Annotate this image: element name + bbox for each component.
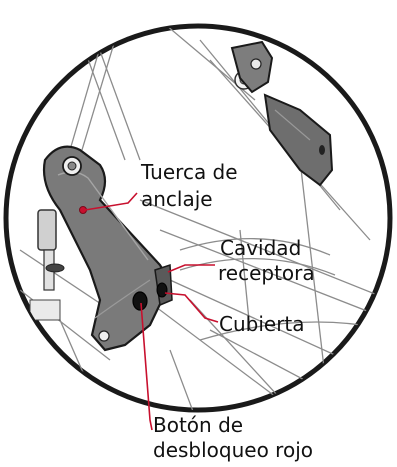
upper-bracket <box>230 40 334 187</box>
leader-tuerca <box>84 192 138 211</box>
main-arm <box>42 145 173 352</box>
label-cavidad-line1: Cavidad <box>220 236 302 260</box>
label-tuerca-line1: Tuerca de <box>141 160 238 184</box>
label-cubierta: Cubierta <box>219 312 305 336</box>
leader-lines <box>84 192 219 431</box>
leader-cavidad <box>167 264 215 273</box>
label-cavidad-line2: receptora <box>218 261 315 285</box>
leader-cubierta <box>164 292 219 323</box>
label-boton-line2: desbloqueo rojo <box>153 438 313 462</box>
leader-boton <box>140 302 153 431</box>
label-boton-line1: Botón de <box>153 413 244 437</box>
label-tuerca-line2: anclaje <box>141 187 213 211</box>
